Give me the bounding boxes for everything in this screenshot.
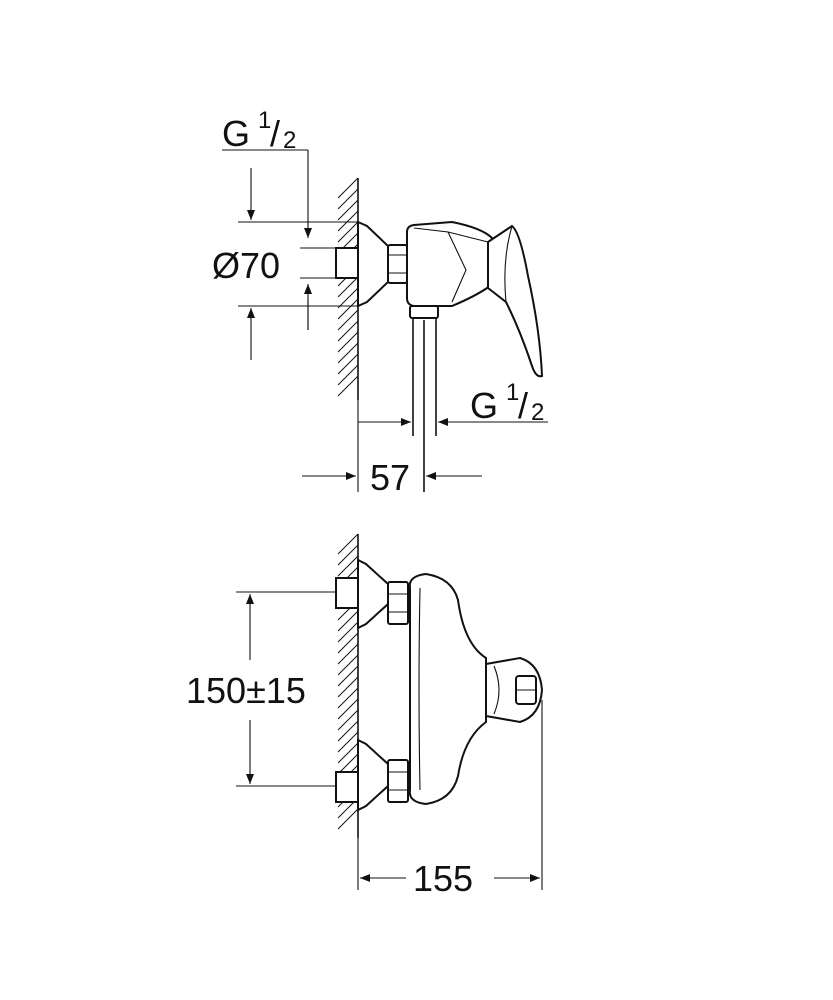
wall-hatch-line [337,643,359,665]
wall-hatch-line [337,331,359,353]
wall-hatch-line [337,375,359,397]
wall-hatch-line [337,720,359,742]
wall-hatch-line [337,210,359,232]
svg-text:2: 2 [283,127,296,154]
wall-hatch-line [337,753,359,775]
mixer-body-front [408,572,487,806]
wall-hatch-line [337,544,359,566]
wall-hatch-line [337,632,359,654]
svg-text:G: G [222,113,250,154]
union-nut-lower [387,759,409,803]
cartridge-cap [485,656,544,724]
inlet-stub [335,247,359,279]
wall-hatch-line [337,687,359,709]
wall-hatch-line [337,320,359,342]
wall-hatch-line [337,177,359,199]
wall-hatch-line [337,533,359,555]
label-center-distance: 150±15 [186,670,306,711]
front-view [236,533,544,890]
inlet-stub-upper [335,577,359,609]
wall-hatch-line [337,676,359,698]
wall-hatch-line [337,276,359,298]
wall-hatch-line [337,287,359,309]
wall-hatch-line [337,188,359,210]
label-thread-top: G 1 / 2 [222,107,296,154]
wall-hatch-line [337,309,359,331]
svg-text:/: / [518,385,528,426]
outlet-nut [409,305,439,319]
wall-hatch-line [337,665,359,687]
svg-text:1: 1 [258,107,271,134]
wall-hatch-line [337,298,359,320]
escutcheon-lower [357,738,389,812]
wall-hatch-line [337,731,359,753]
label-total-depth: 155 [413,858,473,899]
escutcheon-upper [357,558,389,630]
side-view [222,149,548,492]
wall-hatch-line [337,698,359,720]
wall-top [337,177,359,400]
escutcheon [357,220,389,308]
label-offset-depth: 57 [370,457,410,498]
wall-hatch-line [337,808,359,830]
svg-text:G: G [470,385,498,426]
wall-hatch-line [337,709,359,731]
svg-text:1: 1 [506,379,519,406]
wall-hatch-line [337,654,359,676]
union-nut [387,244,408,284]
depth-dimension-57 [302,400,482,492]
label-thread-side: G 1 / 2 [470,379,544,426]
thread-dimension-top [222,149,336,330]
diameter-dimension [238,168,358,360]
total-depth-dimension [357,700,543,890]
wall-hatch-line [337,353,359,375]
svg-text:2: 2 [531,399,544,426]
union-nut-upper [387,581,409,625]
wall-hatch-line [337,555,359,577]
wall-hatch-line [337,621,359,643]
wall-hatch-line [337,342,359,364]
wall-hatch-line [337,742,359,764]
wall-hatch-line [337,199,359,221]
wall-hatch-line [337,610,359,632]
lever-handle [487,224,544,378]
wall-hatch-line [337,221,359,243]
label-diameter: Ø70 [212,245,280,286]
wall-hatch-line [337,364,359,386]
svg-text:/: / [270,113,280,154]
center-distance-dimension [236,591,336,787]
inlet-stub-lower [335,771,359,803]
